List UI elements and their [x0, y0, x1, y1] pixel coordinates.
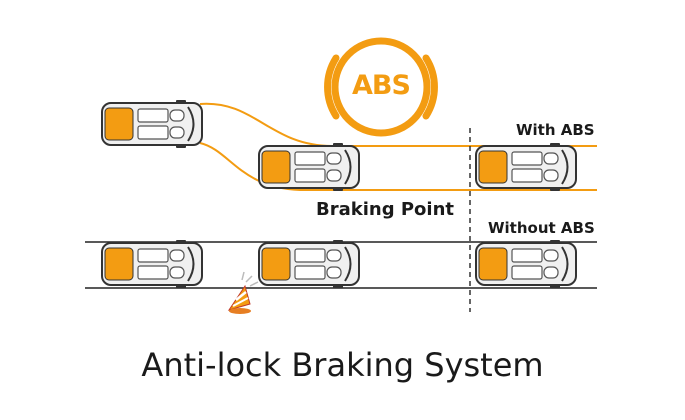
abs-symbol-text: ABS	[352, 70, 411, 101]
abs-warning-icon	[324, 37, 438, 137]
without-abs-label: Without ABS	[488, 219, 595, 237]
car-without-abs-stopped	[475, 239, 577, 289]
car-with-abs-start	[101, 99, 203, 149]
car-without-abs-start	[101, 239, 203, 289]
braking-point-label: Braking Point	[316, 199, 454, 220]
car-with-abs-braking	[258, 142, 360, 192]
car-without-abs-braking	[258, 239, 360, 289]
with-abs-label: With ABS	[516, 121, 595, 139]
diagram-caption: Anti-lock Braking System	[141, 346, 544, 384]
traffic-cone-icon	[227, 271, 259, 314]
car-with-abs-stopped	[475, 142, 577, 192]
